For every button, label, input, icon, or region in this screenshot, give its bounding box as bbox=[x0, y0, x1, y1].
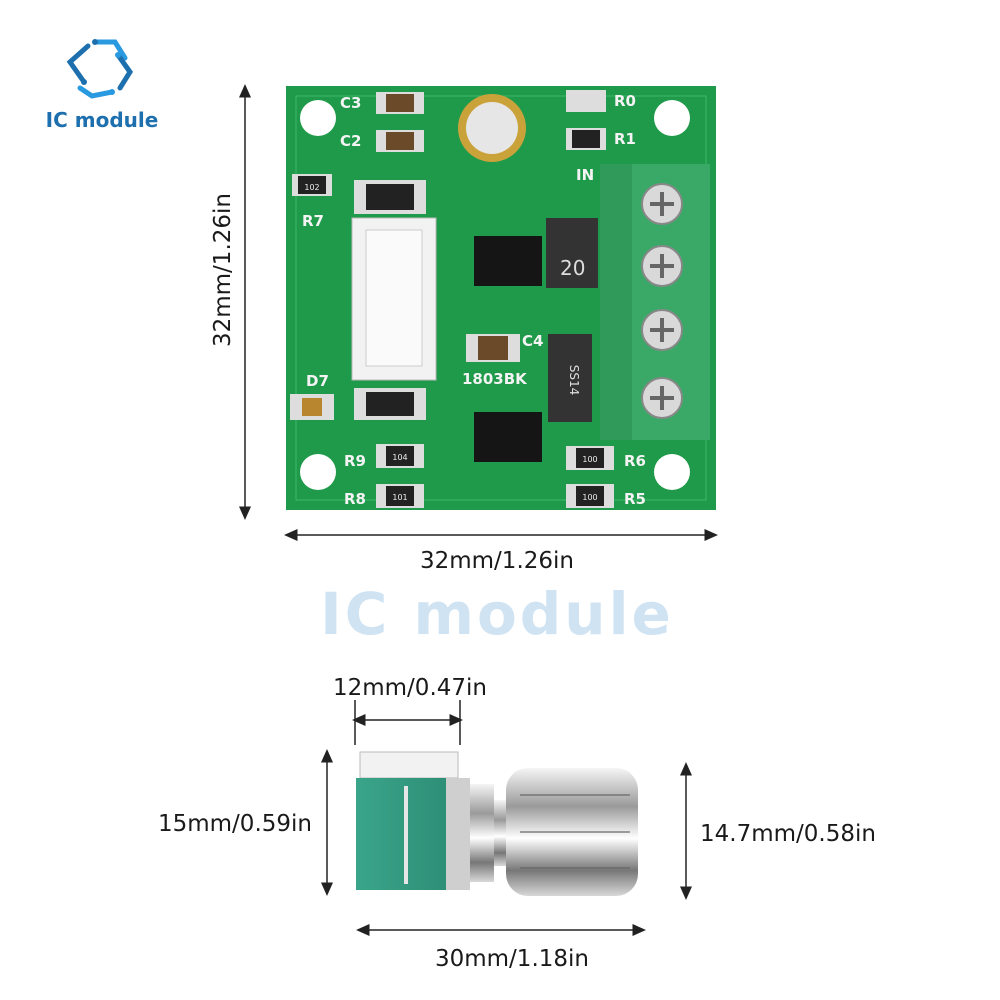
screw-terminal-block bbox=[600, 164, 710, 440]
silk-label: R8 bbox=[344, 490, 366, 508]
mount-hole bbox=[654, 100, 690, 136]
ic-chip bbox=[474, 236, 542, 286]
logo-text: IC module bbox=[46, 108, 159, 132]
watermark: IC module bbox=[320, 580, 674, 648]
diode bbox=[548, 334, 592, 422]
resistor-code: 102 bbox=[304, 183, 319, 192]
logo: IC module bbox=[46, 39, 159, 132]
resistor-code: 100 bbox=[582, 493, 597, 502]
smd-component bbox=[546, 218, 598, 288]
silk-label: R6 bbox=[624, 452, 646, 470]
silk-label: R1 bbox=[614, 130, 636, 148]
chip-mark: SS14 bbox=[567, 365, 581, 396]
chip-mark: 20 bbox=[560, 256, 585, 280]
silk-label: R0 bbox=[614, 92, 636, 110]
knob-height-label: 14.7mm/0.58in bbox=[700, 821, 876, 847]
silk-label: IN bbox=[576, 166, 594, 184]
ic-chip bbox=[474, 412, 542, 462]
silk-label: C2 bbox=[340, 132, 361, 150]
silk-label: R7 bbox=[302, 212, 324, 230]
resistor-code: 104 bbox=[392, 453, 407, 462]
resistor-code: 100 bbox=[582, 455, 597, 464]
silk-label: R5 bbox=[624, 490, 646, 508]
mount-hole bbox=[654, 454, 690, 490]
silk-label: D7 bbox=[306, 372, 329, 390]
resistor-code: 101 bbox=[392, 493, 407, 502]
potentiometer bbox=[356, 751, 638, 896]
mount-hole bbox=[300, 100, 336, 136]
silk-label: 1803BK bbox=[462, 370, 528, 388]
board-height-label: 32mm/1.26in bbox=[210, 193, 236, 347]
mount-hole bbox=[300, 454, 336, 490]
silk-label: C3 bbox=[340, 94, 361, 112]
hexagon-circuit-icon bbox=[66, 39, 134, 99]
board-width-label: 32mm/1.26in bbox=[420, 548, 574, 574]
silk-label: R9 bbox=[344, 452, 366, 470]
silk-label: C4 bbox=[522, 332, 543, 350]
total-length-label: 30mm/1.18in bbox=[435, 946, 589, 972]
pcb-board: 102 20 SS14 104 101 100 100 C3 C2 R0 R1 … bbox=[286, 86, 716, 510]
pot-width-label: 12mm/0.47in bbox=[333, 675, 487, 701]
pot-height-label: 15mm/0.59in bbox=[158, 811, 312, 837]
